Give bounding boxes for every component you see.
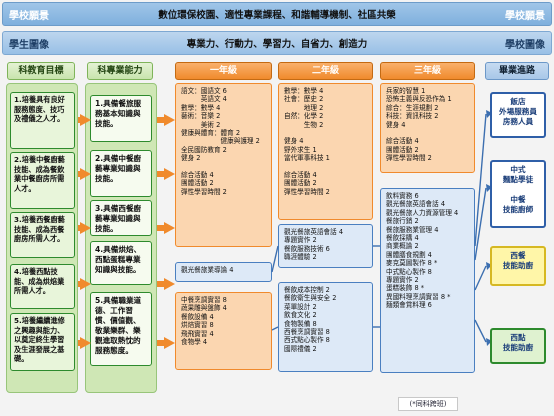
- year2-header: 二年級: [278, 62, 373, 80]
- year1-general-courses: 語文：國語文 6 英語文 4 數學：數學 4 藝術：音樂 2 美術 2 健康與體…: [175, 83, 272, 247]
- path-pastry-chef: 西點 技能助廚: [490, 328, 546, 364]
- student-profile-bar: 學生圖像 專業力、行動力、學習力、自省力、創造力 學校圖像: [2, 31, 552, 55]
- arrow-ability-year-1-head: [164, 114, 175, 126]
- arrowhead-western: [486, 262, 492, 270]
- goal-2: 2.培養中餐廚藝技能、成為餐飲業中餐廚房所需人才。: [10, 152, 75, 209]
- year1-practical-courses: 中餐烹調實習 8 蔬果雕與盤飾 4 餐飲設備 4 烘焙實習 8 飛飛實習 4 食…: [175, 292, 272, 370]
- connector-y1-y2-service: [271, 245, 279, 273]
- paths-header: 畢業進路: [485, 62, 549, 80]
- student-profile-right-tag: 學校圖像: [505, 39, 545, 51]
- ability-1: 1.具備餐旅服務基本知識與技能。: [90, 95, 152, 142]
- path-chinese-chef: 中式 麵點學徒 中餐 技能廚師: [490, 160, 546, 228]
- arrow-ability-year-2-head: [164, 168, 175, 180]
- school-vision-text: 數位環保校園、適性專業課程、和諧輔導機制、社區共榮: [158, 10, 396, 21]
- connector-to-chinese: [474, 187, 487, 261]
- year2-service-courses: 觀光餐旅英語會話 4 專題實作 2 餐飲服務技術 6 職涯體驗 2: [278, 224, 373, 268]
- path-western-chef: 西餐 技能助廚: [490, 246, 546, 286]
- cross-class-note: (*同科跨班): [398, 397, 458, 411]
- student-profile-text: 專業力、行動力、學習力、自省力、創造力: [186, 39, 368, 50]
- path-hotel: 飯店 外場服務員 房務人員: [490, 92, 546, 138]
- school-vision-right-tag: 學校願景: [505, 10, 545, 22]
- arrow-ability-year-3-head: [164, 222, 175, 234]
- goal-3: 3.培養西餐廚藝技能、成為西餐廚房所需人才。: [10, 212, 75, 258]
- arrow-goal-ability-5-head: [80, 337, 91, 349]
- year3-header: 三年級: [380, 62, 475, 80]
- goals-header: 科教育目標: [7, 62, 75, 80]
- goal-1: 1.培養具有良好服務態度、技巧及禮儀之人才。: [10, 92, 75, 149]
- connector-y1-y2-practical: [271, 326, 279, 331]
- ability-2: 2.具備中餐廚藝專業知識與技能。: [90, 150, 152, 197]
- arrow-ability-year-5: [157, 340, 166, 346]
- year3-professional-courses: 飲料實務 6 觀光餐旅英語會話 4 觀光餐旅人力資源管理 4 餐旅行銷 2 餐旅…: [380, 188, 475, 373]
- school-vision-left-tag: 學校願景: [9, 10, 49, 22]
- arrow-ability-year-4-head: [164, 278, 175, 290]
- year2-practical-courses: 餐飲成本控制 2 餐飲衛生與安全 2 菜單設計 2 飲食文化 2 食物製備 8 …: [278, 282, 373, 372]
- connector-to-hotel: [474, 113, 487, 247]
- connector-to-pastry: [474, 319, 487, 343]
- year3-general-courses: 兵家的智慧 1 恐怖主義與反恐作為 1 綜合：生涯規劃 2 科技：資訊科技 2 …: [380, 83, 475, 173]
- connector-to-western: [474, 265, 487, 291]
- student-profile-left-tag: 學生圖像: [9, 39, 49, 51]
- ability-5: 5.具備職業道德、工作習慣、價值觀、敬業樂群、樂觀進取熱忱的服務態度。: [90, 292, 152, 366]
- arrow-goal-ability-4-head: [80, 278, 91, 290]
- year2-general-courses: 數學：數學 4 社會：歷史 2 地理 2 自然：化學 2 生物 2 健身 4 野…: [278, 83, 373, 220]
- arrow-goal-ability-2-head: [80, 168, 91, 180]
- school-vision-bar: 學校願景 數位環保校園、適性專業課程、和諧輔導機制、社區共榮 學校願景: [2, 2, 552, 26]
- arrowhead-hotel: [486, 110, 492, 118]
- ability-4: 4.具備烘焙、西點蛋糕專業知識與技能。: [90, 241, 152, 285]
- year1-header: 一年級: [175, 62, 272, 80]
- ability-3: 3.具備西餐廚藝專業知識與技能。: [90, 200, 152, 236]
- goal-4: 4.培養西點技能、成為烘焙業所需人才。: [10, 264, 75, 309]
- arrow-ability-year-2: [157, 171, 166, 177]
- arrow-ability-year-5-head: [164, 337, 175, 349]
- goal-5: 5.培養繼續進修之興趣與能力、以奠定終生學習及生涯發展之基礎。: [10, 313, 75, 371]
- arrow-goal-ability-1-head: [80, 114, 91, 126]
- arrow-ability-year-1: [157, 117, 166, 123]
- arrowhead-pastry: [486, 338, 492, 346]
- arrow-ability-year-4: [157, 281, 166, 287]
- arrow-ability-year-3: [157, 225, 166, 231]
- arrow-goal-ability-3-head: [80, 222, 91, 234]
- abilities-header: 科專業能力: [87, 62, 153, 80]
- arrowhead-chinese: [486, 184, 492, 192]
- year1-intro-course: 觀光餐旅業導論 4: [175, 262, 272, 282]
